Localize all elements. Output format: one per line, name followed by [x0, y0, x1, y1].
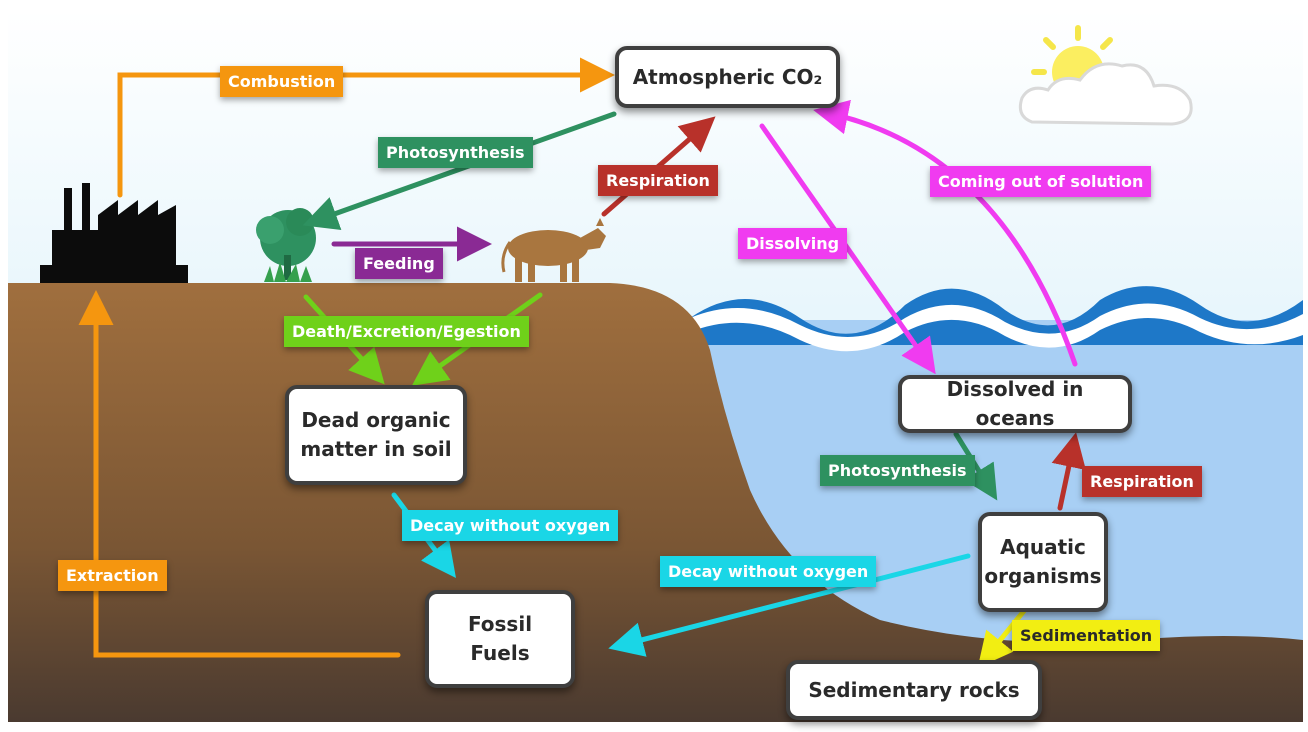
node-aquatic-organisms: Aquatic organisms: [978, 512, 1108, 612]
respiration-ocean-arrow: [1051, 432, 1086, 511]
label-coming-out-of-solution: Coming out of solution: [930, 166, 1152, 198]
label-photosynthesis-land: Photosynthesis: [378, 137, 533, 169]
sedimentation-arrow: [977, 603, 1031, 668]
node-sedimentary-rocks: Sedimentary rocks: [786, 660, 1042, 720]
cloud-icon: [1018, 62, 1193, 126]
extraction-arrow: [78, 290, 401, 658]
factory-icon: [40, 183, 188, 283]
label-feeding: Feeding: [355, 248, 443, 280]
label-sedimentation: Sedimentation: [1012, 620, 1161, 652]
tree-icon: [256, 208, 316, 282]
decay-ocean-arrow: [608, 553, 971, 657]
label-decay-ocean: Decay without oxygen: [660, 556, 877, 588]
label-extraction: Extraction: [58, 560, 167, 592]
node-atmospheric-co2: Atmospheric CO₂: [615, 46, 840, 108]
cow-icon: [501, 218, 606, 282]
ocean-wave-icon: [690, 286, 1303, 352]
label-decay-soil: Decay without oxygen: [402, 510, 619, 542]
label-photosynthesis-ocean: Photosynthesis: [820, 455, 975, 487]
label-respiration-ocean: Respiration: [1082, 466, 1202, 498]
node-dead-organic-matter: Dead organic matter in soil: [285, 385, 467, 485]
node-fossil-fuels: Fossil Fuels: [425, 590, 575, 688]
label-combustion: Combustion: [220, 66, 344, 98]
label-death-excretion-egestion: Death/Excretion/Egestion: [284, 316, 529, 348]
label-respiration-land: Respiration: [598, 165, 718, 197]
label-dissolving: Dissolving: [738, 228, 848, 260]
node-dissolved-in-oceans: Dissolved in oceans: [898, 375, 1132, 433]
combustion-arrow: [117, 57, 615, 198]
